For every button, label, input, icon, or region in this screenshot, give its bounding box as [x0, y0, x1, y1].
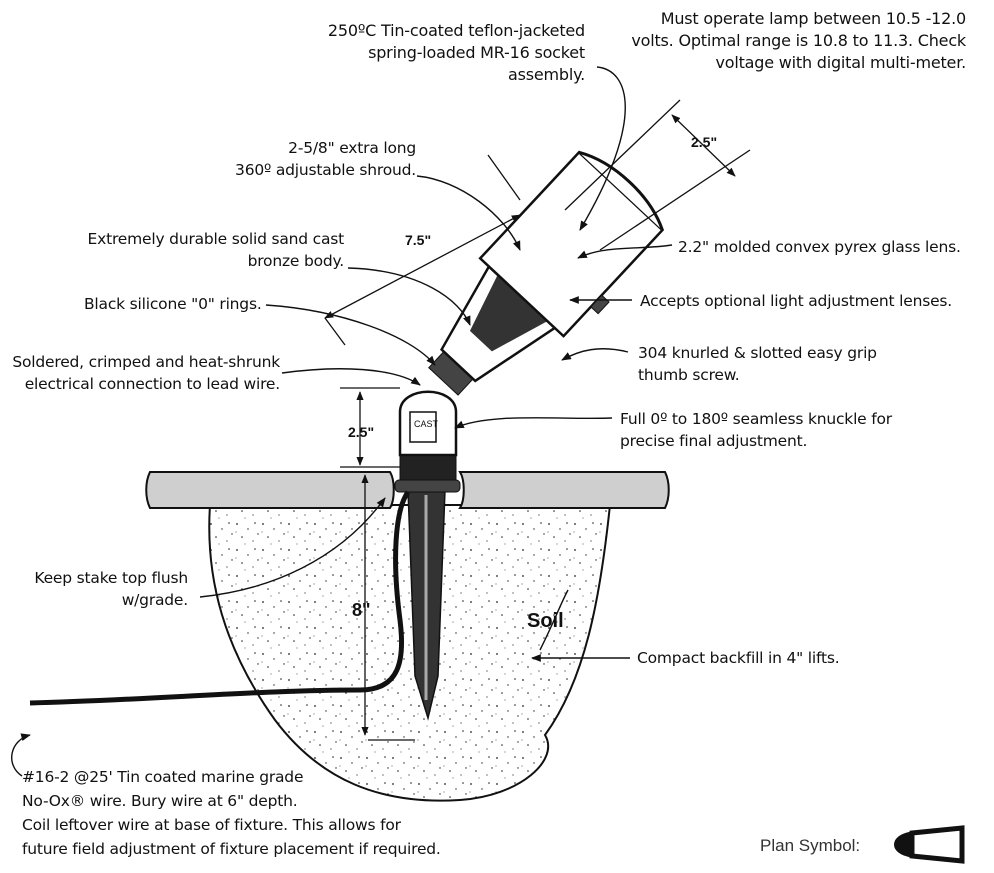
dimension-width: 2.5": [691, 134, 718, 150]
label-wire: #16-2 @25' Tin coated marine grade No-Ox…: [22, 768, 441, 858]
backfill-soil: [208, 504, 612, 802]
label-socket: 250ºC Tin-coated teflon-jacketed spring-…: [327, 21, 585, 84]
knuckle-base: [399, 451, 457, 481]
label-connection: Soldered, crimped and heat-shrunk electr…: [12, 353, 280, 393]
label-stake: Keep stake top flush w/grade.: [34, 569, 188, 609]
label-adjustment-lenses: Accepts optional light adjustment lenses…: [640, 292, 953, 310]
knuckle-stamp: CAST: [414, 419, 439, 429]
label-thumb-screw: 304 knurled & slotted easy grip thumb sc…: [638, 344, 877, 384]
soil-label: Soil: [527, 610, 564, 632]
label-shroud: 2-5/8" extra long 360º adjustable shroud…: [235, 139, 416, 179]
stake-cap: [394, 479, 461, 493]
label-backfill: Compact backfill in 4" lifts.: [637, 649, 840, 667]
dimension-knuckle-height: 2.5": [348, 424, 375, 440]
lead-wire: [29, 490, 411, 706]
ground-left: [145, 471, 395, 509]
plan-symbol-label: Plan Symbol:: [760, 836, 861, 855]
label-lamp-voltage: Must operate lamp between 10.5 -12.0 vol…: [631, 9, 966, 72]
label-lens: 2.2" molded convex pyrex glass lens.: [678, 238, 961, 256]
dimension-stake-depth: 8": [352, 600, 371, 620]
fixture-head: [428, 150, 665, 396]
plan-symbol-icon: [894, 825, 965, 864]
label-knuckle: Full 0º to 180º seamless knuckle for pre…: [620, 410, 892, 450]
label-o-rings: Black silicone "0" rings.: [84, 295, 262, 313]
ground-right: [458, 471, 670, 509]
label-body: Extremely durable solid sand cast bronze…: [87, 230, 345, 270]
dimension-length: 7.5": [405, 232, 432, 248]
